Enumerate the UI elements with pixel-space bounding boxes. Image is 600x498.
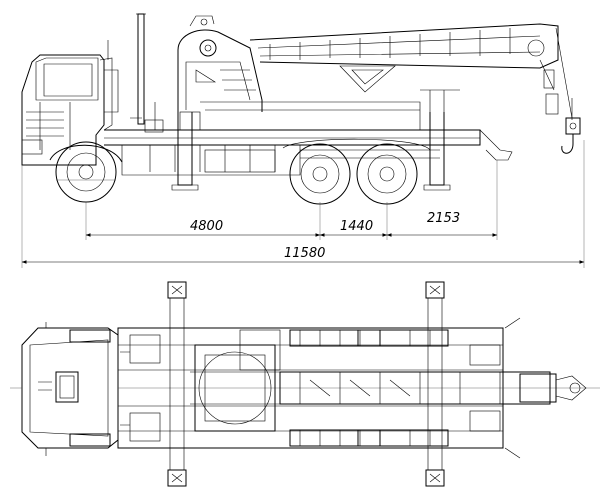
rear-wheels-top [289, 329, 449, 447]
dim-cab-to-rear-axle: 4800 [190, 219, 223, 234]
crane-turret [177, 15, 263, 112]
dimension-lines: 4800 1440 2153 11580 [21, 140, 585, 268]
outrigger-rear-top [425, 281, 445, 487]
side-view [21, 13, 581, 205]
hook-block [561, 98, 581, 154]
top-view [10, 281, 600, 487]
misc-components-top [120, 317, 521, 459]
dim-overall-length: 11580 [284, 246, 325, 261]
dim-rear-overhang: 2153 [427, 211, 460, 226]
frame-top [117, 327, 600, 449]
boom-support [420, 89, 513, 161]
outrigger-front-side [171, 112, 199, 191]
slewing-ring-top [190, 329, 281, 432]
outrigger-front-top [167, 281, 187, 487]
crane-boom [249, 23, 573, 119]
cab-side [21, 40, 123, 166]
wheel-front [55, 141, 117, 203]
boom-top [279, 371, 587, 405]
front-wheels-top [69, 329, 111, 447]
wheel-rear-2 [356, 143, 418, 205]
dim-axle-spacing: 1440 [340, 219, 373, 234]
outrigger-rear-side [423, 112, 451, 191]
exhaust-stack [136, 13, 146, 125]
chassis-frame [104, 101, 481, 176]
wheel-rear-1 [289, 143, 351, 205]
